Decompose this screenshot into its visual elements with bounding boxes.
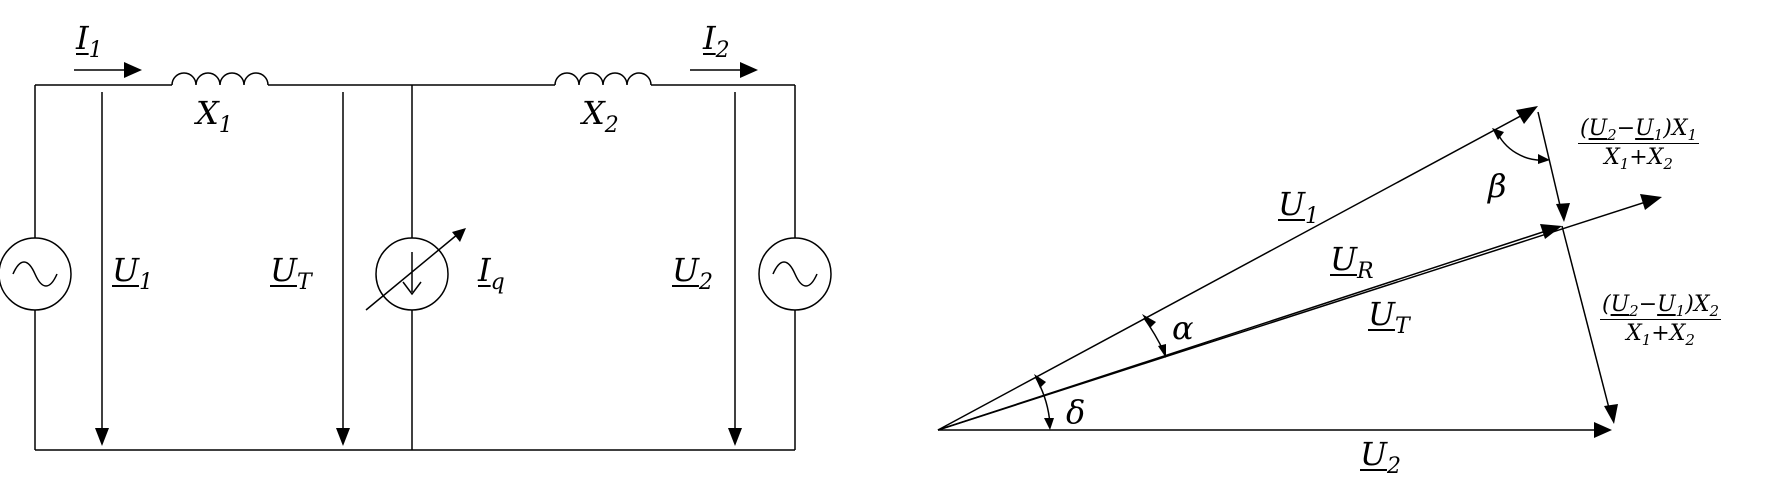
- phasor-ut: [937, 228, 1553, 431]
- controlled-current-source: [375, 237, 449, 311]
- phasor-u1-head: [1516, 106, 1538, 124]
- left-ac-symbol: [12, 261, 58, 287]
- inductor-x2: [554, 72, 652, 86]
- fraction-top-denominator: X1+X2: [1604, 145, 1673, 173]
- label-delta: δ: [1066, 393, 1086, 431]
- u1-arrow-head: [95, 428, 109, 446]
- phasor-ur-head: [1640, 194, 1662, 210]
- i1-arrow-head: [124, 62, 142, 78]
- left-ac-source: [0, 237, 72, 311]
- phasor-u1: [937, 111, 1529, 431]
- label-x2: X2: [582, 94, 619, 138]
- label-i1: I1: [76, 19, 103, 63]
- label-x1: X1: [196, 94, 233, 138]
- label-u1-circuit: U1: [112, 251, 153, 295]
- label-i2: I2: [703, 19, 730, 63]
- label-u1-phasor: U1: [1278, 185, 1319, 229]
- ut-arrow-head: [336, 428, 350, 446]
- label-u2-circuit: U2: [672, 251, 713, 295]
- phasor-ut-head: [1540, 224, 1562, 239]
- inductor-x1: [171, 72, 269, 86]
- fraction-top: (U2−U1)X1 X1+X2: [1578, 116, 1700, 173]
- label-u2-phasor: U2: [1360, 435, 1401, 479]
- label-ut-circuit: UT: [270, 251, 312, 295]
- fraction-top-numerator: (U2−U1)X1: [1578, 116, 1700, 144]
- fraction-bottom-numerator: (U2−U1)X2: [1600, 292, 1722, 320]
- fraction-bottom: (U2−U1)X2 X1+X2: [1600, 292, 1722, 349]
- control-arrow-head: [452, 228, 466, 242]
- difference-vector-lower: [1561, 225, 1611, 413]
- delta-arc-head-top: [1034, 374, 1046, 388]
- control-arrow-line: [365, 233, 459, 311]
- label-alpha: α: [1172, 309, 1194, 347]
- beta-arc-head-top: [1492, 128, 1504, 140]
- label-ut-phasor: UT: [1368, 295, 1410, 339]
- alpha-arc-head-top: [1142, 314, 1156, 328]
- difference-vector-upper: [1537, 111, 1563, 215]
- right-ac-source: [758, 237, 832, 311]
- current-source-arrow-head: [402, 281, 422, 296]
- delta-arc-head-bottom: [1044, 418, 1054, 430]
- beta-arc-head-bottom: [1538, 154, 1550, 164]
- label-iq: Iq: [478, 251, 505, 295]
- phasor-diagram: [937, 106, 1662, 438]
- label-ur-phasor: UR: [1330, 240, 1374, 284]
- difference-upper-head: [1556, 203, 1570, 222]
- label-beta: β: [1488, 167, 1507, 205]
- fraction-bottom-denominator: X1+X2: [1626, 321, 1695, 349]
- alpha-arc-head-bottom: [1158, 344, 1166, 358]
- u2-arrow-head: [728, 428, 742, 446]
- difference-lower-head: [1604, 404, 1618, 424]
- i2-arrow-head: [740, 62, 758, 78]
- circuit-diagram: [0, 62, 832, 451]
- phasor-u2-head: [1594, 422, 1612, 438]
- right-ac-symbol: [772, 261, 818, 287]
